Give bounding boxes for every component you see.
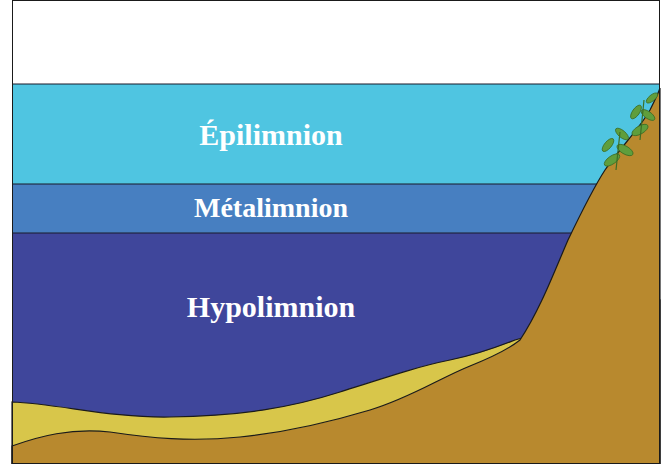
shore-plants: [600, 91, 659, 170]
sky-ground: [12, 0, 660, 464]
epilimnion-layer: Épilimnion: [12, 84, 530, 184]
layer-boundary: [12, 183, 660, 184]
metalimnion-layer: Métalimnion: [12, 184, 530, 233]
lake-bed: [12, 88, 660, 464]
layer-label: Métalimnion: [194, 193, 348, 224]
metalimnion-band: [12, 184, 660, 233]
layer-label: Hypolimnion: [187, 290, 355, 323]
epilimnion-band: [12, 84, 660, 184]
layer-boundary: [12, 232, 660, 233]
layer-boundary: [12, 83, 660, 84]
layer-label: Épilimnion: [199, 118, 342, 151]
frame: [13, 1, 660, 464]
hypolimnion-layer: Hypolimnion: [12, 233, 530, 379]
